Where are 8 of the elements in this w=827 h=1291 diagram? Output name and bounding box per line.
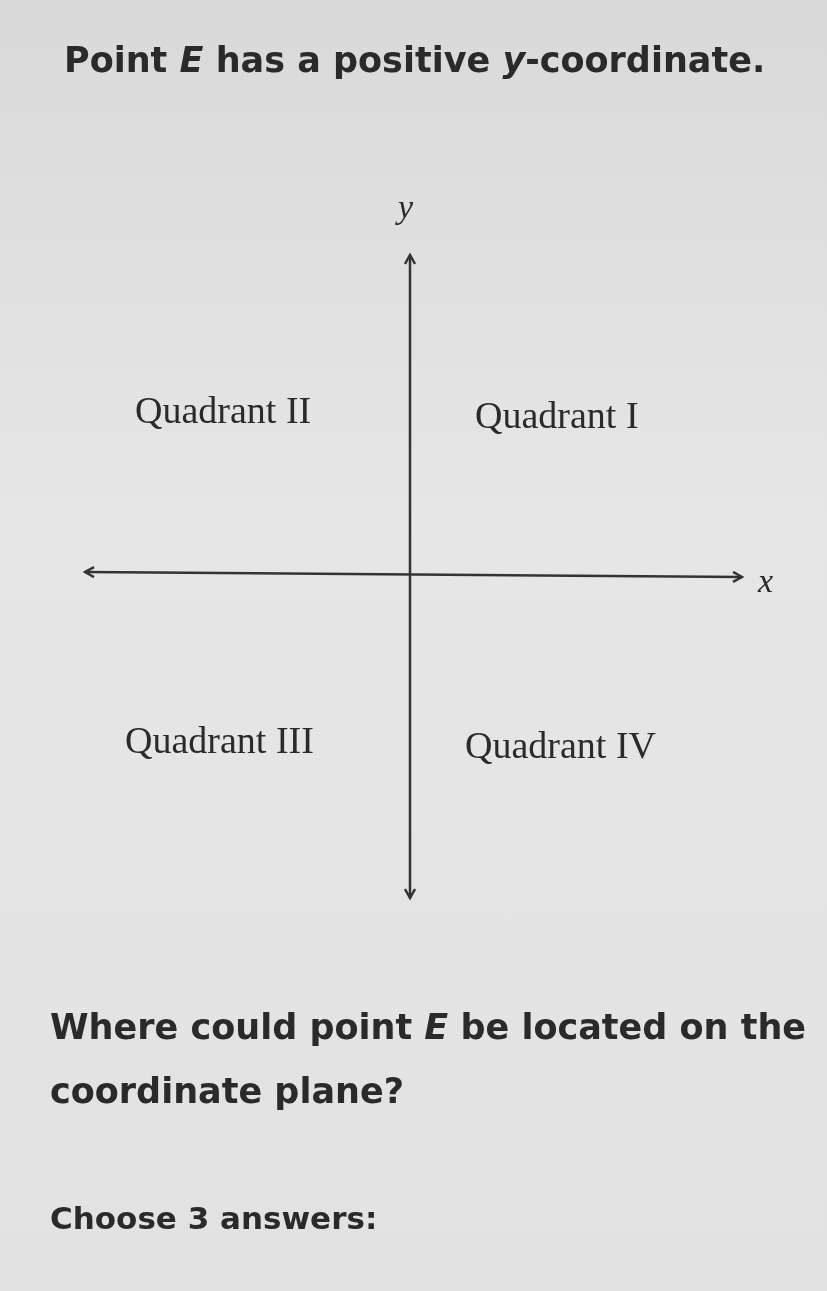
question-text: Where could point E be located on the coordinate plane? — [50, 1006, 808, 1113]
axis-label: x — [758, 562, 774, 600]
quadrant-label: Quadrant II — [135, 388, 312, 432]
question-title: Point E has a positive y-coordinate. — [64, 40, 767, 80]
quadrant-label: Quadrant III — [125, 718, 314, 762]
instruction-text: Choose 3 answers: — [50, 1200, 379, 1236]
quadrant-label: Quadrant I — [475, 393, 639, 437]
quadrant-label: Quadrant IV — [465, 723, 656, 767]
